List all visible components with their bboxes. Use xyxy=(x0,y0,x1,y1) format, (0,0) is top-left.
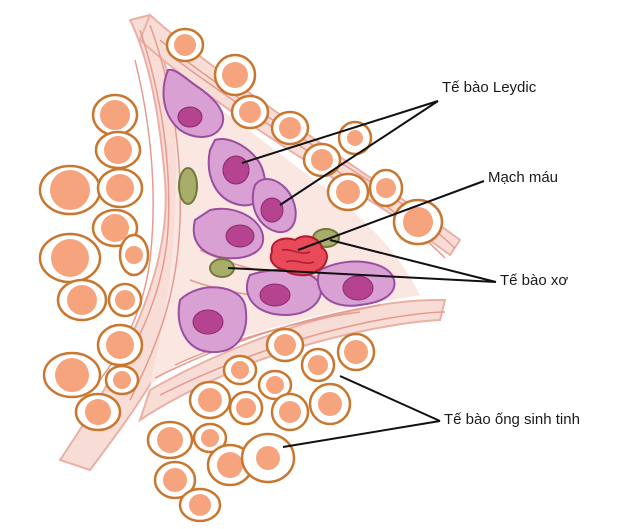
pointer-sperm-1 xyxy=(339,375,441,422)
germ-cell-nucleus xyxy=(106,331,134,359)
pointer-leydig-2 xyxy=(279,100,439,206)
leydig-nucleus xyxy=(342,275,374,301)
germ-cell-nucleus xyxy=(50,170,90,210)
germ-cell-nucleus xyxy=(113,371,131,389)
germ-cell-nucleus xyxy=(55,358,89,392)
germ-cell-nucleus xyxy=(231,361,249,379)
germ-cell-nucleus xyxy=(236,398,256,418)
leydig-nucleus xyxy=(177,106,203,128)
germ-cell-nucleus xyxy=(106,174,134,202)
label-seminiferous-tubule-cell: Tế bào ống sinh tinh xyxy=(444,411,580,428)
pointer-leydig-1 xyxy=(241,100,439,164)
germ-cell-nucleus xyxy=(279,117,301,139)
germ-cell-nucleus xyxy=(239,101,261,123)
germ-cell-nucleus xyxy=(67,285,97,315)
leydig-nucleus xyxy=(225,224,255,248)
germ-cell-nucleus xyxy=(198,388,222,412)
germ-cell-nucleus xyxy=(308,355,328,375)
germ-cell-nucleus xyxy=(101,214,129,242)
germ-cell-cluster-top-right xyxy=(165,27,444,246)
blood-vessel xyxy=(269,235,328,277)
germ-cell-nucleus xyxy=(318,392,342,416)
germ-cell-nucleus xyxy=(403,207,433,237)
leydig-cells xyxy=(162,68,396,354)
leydig-nucleus xyxy=(192,309,224,335)
germ-cell-nucleus xyxy=(100,100,130,130)
leydig-nucleus xyxy=(259,283,291,307)
germ-cell-nucleus xyxy=(189,494,211,516)
vessel-detail xyxy=(281,248,315,264)
germ-cell-nucleus xyxy=(115,290,135,310)
germ-cell-nucleus xyxy=(51,239,89,277)
label-leydig-cell: Tế bào Leydic xyxy=(442,79,537,96)
germ-cell-nucleus xyxy=(157,427,183,453)
germ-cell-nucleus xyxy=(222,62,248,88)
label-fibroblast: Tế bào xơ xyxy=(500,272,569,289)
germ-cell-nucleus xyxy=(201,429,219,447)
seminiferous-tubule-cells xyxy=(38,27,444,523)
leydig-nucleus xyxy=(260,197,284,223)
germ-cell-nucleus xyxy=(85,399,111,425)
leydig-nucleus xyxy=(222,155,250,185)
germ-cell-nucleus xyxy=(217,452,243,478)
pointer-fibro-1 xyxy=(329,239,497,283)
germ-cell-nucleus xyxy=(376,178,396,198)
germ-cell-nucleus xyxy=(279,401,301,423)
germ-cell-nucleus xyxy=(104,136,132,164)
label-blood-vessel: Mạch máu xyxy=(488,169,559,186)
germ-cell-nucleus xyxy=(347,130,363,146)
germ-cell-nucleus xyxy=(336,180,360,204)
fibroblast-cell xyxy=(178,167,198,205)
germ-cell-nucleus xyxy=(266,376,284,394)
pointer-lines xyxy=(227,100,497,448)
pointer-fibro-2 xyxy=(227,267,497,283)
pointer-vessel xyxy=(297,180,485,251)
germ-cell-nucleus xyxy=(174,34,196,56)
germ-cell-nucleus xyxy=(125,246,143,264)
germ-cell-cluster-left xyxy=(38,93,150,432)
germ-cell-nucleus xyxy=(344,340,368,364)
germ-cell-cluster-bottom xyxy=(146,327,376,523)
germ-cell-nucleus xyxy=(311,149,333,171)
red-blood-cell-cluster xyxy=(269,235,328,277)
pointer-sperm-2 xyxy=(282,420,441,448)
germ-cell-nucleus xyxy=(256,446,280,470)
germ-cell-nucleus xyxy=(163,468,187,492)
germ-cell-nucleus xyxy=(274,334,296,356)
